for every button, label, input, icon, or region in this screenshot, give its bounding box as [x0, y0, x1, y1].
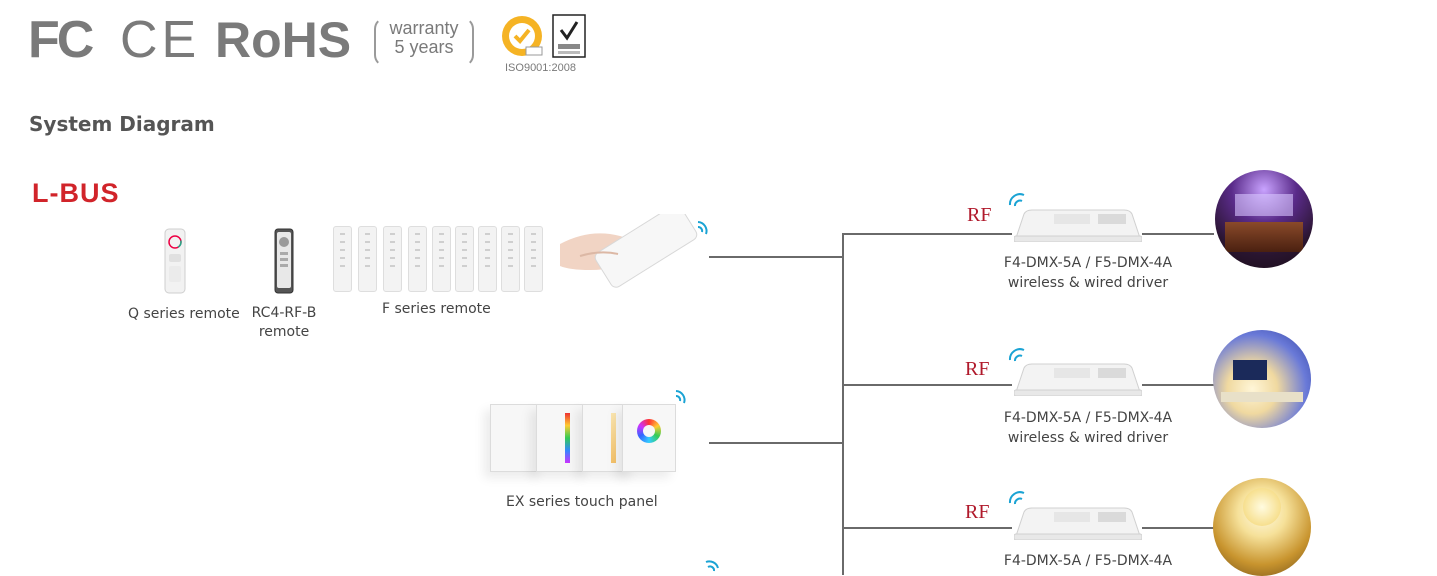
warranty-line1: warranty [389, 18, 459, 38]
warranty-badge: warranty 5 years [374, 17, 474, 67]
q-series-remote-label: Q series remote [128, 306, 240, 322]
l-bus-logo: L-BUS [32, 178, 120, 208]
ex-touch-panel-image [536, 404, 590, 472]
driver-label: F4-DMX-5A / F5-DMX-4A wireless & wired d… [996, 253, 1180, 293]
rc4-rf-b-remote-image [274, 228, 294, 294]
dmx-driver-image [1014, 507, 1142, 540]
wifi-icon [697, 221, 708, 235]
f-series-remote-image [383, 226, 402, 292]
ukas-badge-icon [552, 14, 586, 58]
branch-line [842, 233, 1012, 235]
driver-model: F4-DMX-5A / F5-DMX-4A [1003, 410, 1173, 426]
driver-model: F4-DMX-5A / F5-DMX-4A [1003, 255, 1173, 271]
bus-trunk-line [842, 233, 844, 575]
f-series-remote-image [408, 226, 427, 292]
driver-model: F4-DMX-5A / F5-DMX-4A [1003, 553, 1173, 569]
wifi-icon [675, 390, 686, 404]
branch-line [842, 384, 1012, 386]
driver-description: wireless & wired driver [1007, 275, 1169, 291]
q-series-remote-image [164, 228, 186, 294]
rf-label: RF [965, 358, 990, 380]
f-series-remote-image [501, 226, 520, 292]
warranty-line2: 5 years [394, 37, 454, 57]
wifi-icon [1008, 193, 1025, 207]
branch-line [842, 527, 1012, 529]
output-line [1142, 527, 1214, 529]
connection-line [709, 442, 842, 444]
driver-description: wireless & wired driver [1007, 430, 1169, 446]
output-line [1142, 233, 1214, 235]
rf-label: RF [967, 204, 992, 226]
rf-label: RF [965, 501, 990, 523]
f-series-remote-image [358, 226, 377, 292]
ex-series-touch-panel-label: EX series touch panel [506, 494, 658, 510]
rohs-logo: RoHS [215, 12, 352, 68]
rc4-rf-b-remote-label: RC4-RF-B remote [250, 304, 318, 342]
fc-logo: FC [28, 11, 94, 69]
dmx-driver-image [1014, 209, 1142, 242]
wifi-icon [1008, 491, 1025, 505]
f-series-remote-image [524, 226, 543, 292]
connection-line [709, 256, 842, 258]
f-series-remote-image [333, 226, 352, 292]
living-room-scene-image [1213, 330, 1311, 428]
lobby-scene-image [1213, 478, 1311, 576]
iso-certification-text: ISO9001:2008 [505, 62, 576, 74]
page-title: System Diagram [29, 112, 215, 136]
driver-label: F4-DMX-5A / F5-DMX-4A [996, 551, 1180, 571]
f-series-remote-image [455, 226, 474, 292]
rc4-label-line2: remote [258, 324, 310, 340]
f-series-remote-image [478, 226, 497, 292]
wifi-icon [1008, 348, 1025, 362]
rc4-label-line1: RC4-RF-B [251, 305, 317, 321]
hand-holding-remote-image [560, 214, 698, 288]
wifi-icon [705, 560, 719, 572]
driver-label: F4-DMX-5A / F5-DMX-4A wireless & wired d… [996, 408, 1180, 448]
ex-touch-panel-image [622, 404, 676, 472]
theater-scene-image [1215, 170, 1313, 268]
ce-logo: CE [120, 11, 201, 69]
f-series-remote-image [432, 226, 451, 292]
sgs-badge-icon [502, 16, 543, 56]
output-line [1142, 384, 1214, 386]
f-series-remote-label: F series remote [382, 301, 491, 317]
dmx-driver-image [1014, 363, 1142, 396]
